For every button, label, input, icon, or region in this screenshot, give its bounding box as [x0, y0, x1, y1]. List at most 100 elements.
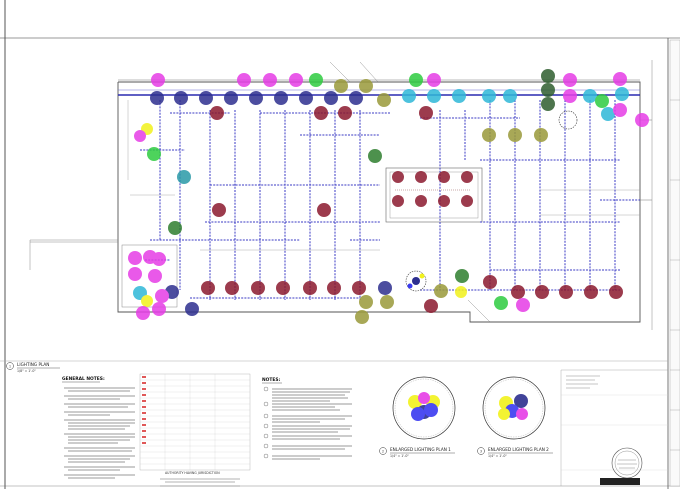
fixture[interactable] — [317, 203, 331, 217]
fixture[interactable] — [249, 91, 263, 105]
fixture[interactable] — [128, 267, 142, 281]
fixture[interactable] — [559, 285, 573, 299]
fixture[interactable] — [584, 285, 598, 299]
fixture[interactable] — [136, 306, 150, 320]
fixture[interactable] — [368, 149, 382, 163]
fixture[interactable] — [377, 93, 391, 107]
fixture[interactable] — [359, 79, 373, 93]
fixture[interactable] — [438, 171, 450, 183]
fixture[interactable] — [251, 281, 265, 295]
plan-number: 1 — [9, 365, 11, 369]
fixture[interactable] — [482, 89, 496, 103]
fixture[interactable] — [635, 113, 649, 127]
fixture[interactable] — [150, 91, 164, 105]
fixture[interactable] — [613, 103, 627, 117]
fixture[interactable] — [378, 281, 392, 295]
fixture[interactable] — [212, 203, 226, 217]
fixture[interactable] — [535, 285, 549, 299]
fixture[interactable] — [314, 106, 328, 120]
fixture[interactable] — [155, 289, 169, 303]
fixture[interactable] — [168, 221, 182, 235]
fixture[interactable] — [128, 251, 142, 265]
fixture[interactable] — [434, 284, 448, 298]
fixture[interactable] — [452, 89, 466, 103]
fixture[interactable] — [152, 302, 166, 316]
title-block — [669, 39, 680, 487]
fixture[interactable] — [601, 107, 615, 121]
fixture[interactable] — [516, 298, 530, 312]
fixture[interactable] — [359, 295, 373, 309]
fixture[interactable] — [438, 195, 450, 207]
fixture[interactable] — [427, 89, 441, 103]
fixture[interactable] — [461, 171, 473, 183]
enlarged-plan-2-scale: 1/4" = 1'-0" — [488, 454, 507, 458]
fixture[interactable] — [541, 83, 555, 97]
fixture[interactable] — [534, 128, 548, 142]
fixture[interactable] — [274, 91, 288, 105]
enlarged-plan-2-title: ENLARGED LIGHTING PLAN 2 — [488, 447, 549, 452]
fixture[interactable] — [563, 73, 577, 87]
fixture[interactable] — [349, 91, 363, 105]
fixture[interactable] — [224, 91, 238, 105]
fixture[interactable] — [402, 89, 416, 103]
fixture[interactable] — [615, 87, 629, 101]
fixture[interactable] — [415, 195, 427, 207]
fixture-schedule: AUTHORITY HAVING JURISDICTION — [139, 373, 251, 487]
fixture[interactable] — [415, 171, 427, 183]
fixture[interactable] — [583, 89, 597, 103]
fixture[interactable] — [380, 295, 394, 309]
fixture[interactable] — [483, 275, 497, 289]
fixture[interactable] — [455, 286, 467, 298]
fixture[interactable] — [303, 281, 317, 295]
fixture[interactable] — [338, 106, 352, 120]
enlarged-plan-2-number: 3 — [480, 450, 482, 454]
fixture[interactable] — [541, 69, 555, 83]
fixture[interactable] — [352, 281, 366, 295]
fixture[interactable] — [201, 281, 215, 295]
fixture[interactable] — [151, 73, 165, 87]
fixture[interactable] — [609, 285, 623, 299]
fixture[interactable] — [508, 128, 522, 142]
fixture[interactable] — [263, 73, 277, 87]
fixture[interactable] — [409, 73, 423, 87]
fixture[interactable] — [185, 302, 199, 316]
general-notes-heading: GENERAL NOTES: — [62, 376, 105, 382]
enlarged-plan-2: 3 ENLARGED LIGHTING PLAN 2 1/4" = 1'-0" — [477, 376, 553, 458]
fixture[interactable] — [334, 79, 348, 93]
fixture[interactable] — [503, 89, 517, 103]
fixture[interactable] — [327, 281, 341, 295]
fixture[interactable] — [309, 73, 323, 87]
fixture[interactable] — [511, 285, 525, 299]
fixture[interactable] — [299, 91, 313, 105]
fixture[interactable] — [595, 94, 609, 108]
fixture[interactable] — [461, 195, 473, 207]
fixture[interactable] — [613, 72, 627, 86]
fixture[interactable] — [424, 299, 438, 313]
fixture[interactable] — [147, 147, 161, 161]
fixture[interactable] — [199, 91, 213, 105]
fixture[interactable] — [134, 130, 146, 142]
fixture[interactable] — [148, 269, 162, 283]
fixture[interactable] — [324, 91, 338, 105]
fixture[interactable] — [392, 171, 404, 183]
fixture[interactable] — [174, 91, 188, 105]
fixture[interactable] — [482, 128, 496, 142]
fixture[interactable] — [541, 97, 555, 111]
fixture[interactable] — [289, 73, 303, 87]
fixture[interactable] — [141, 295, 153, 307]
fixture[interactable] — [455, 269, 469, 283]
fixture[interactable] — [152, 252, 166, 266]
fixture[interactable] — [427, 73, 441, 87]
fixture[interactable] — [419, 106, 433, 120]
fixture[interactable] — [276, 281, 290, 295]
fixture[interactable] — [392, 195, 404, 207]
notes-heading: NOTES: — [262, 377, 281, 383]
fixture[interactable] — [494, 296, 508, 310]
fixture[interactable] — [237, 73, 251, 87]
fixture[interactable] — [563, 89, 577, 103]
fixture[interactable] — [210, 106, 224, 120]
fixture[interactable] — [225, 281, 239, 295]
fixture[interactable] — [355, 310, 369, 324]
fixture[interactable] — [177, 170, 191, 184]
